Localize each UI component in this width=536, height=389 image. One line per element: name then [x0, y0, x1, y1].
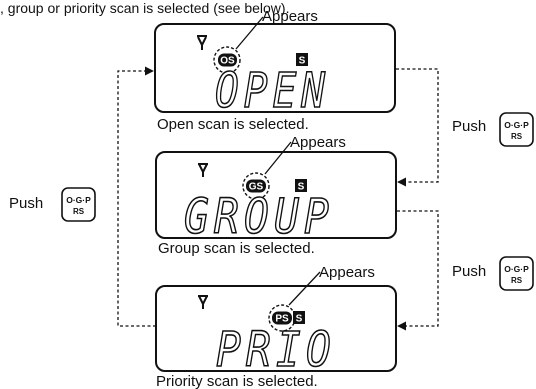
lcd-text-group: GROUP	[184, 189, 334, 245]
appears-label-priority: Appears	[319, 264, 375, 281]
ogp-rs-button-icon: O·G·P RS	[499, 256, 534, 291]
appears-highlight-circle	[213, 46, 241, 74]
s-indicator-badge: S	[296, 53, 308, 67]
caption-open: Open scan is selected.	[157, 116, 309, 133]
lcd-screen-priority: PS S PRIO	[155, 285, 397, 379]
arrow-priority-to-open	[117, 66, 156, 327]
arrow-open-to-group	[396, 68, 439, 187]
svg-text:RS: RS	[511, 276, 523, 285]
svg-text:O·G·P: O·G·P	[504, 264, 529, 274]
lcd-screen-open: OS S OPEN	[154, 23, 396, 120]
ogp-rs-button-icon: O·G·P RS	[61, 187, 96, 222]
svg-text:O·G·P: O·G·P	[504, 120, 529, 130]
intro-text: , group or priority scan is selected (se…	[0, 0, 289, 16]
lcd-text-open: OPEN	[215, 63, 330, 119]
appears-highlight-circle	[242, 172, 270, 200]
svg-text:Push: Push	[9, 195, 43, 212]
ps-indicator-badge: PS	[272, 311, 292, 325]
svg-text:Push: Push	[452, 118, 486, 135]
push-instruction-1: Push O·G·P RS	[452, 112, 534, 147]
lcd-text-priority: PRIO	[216, 322, 336, 378]
svg-text:O·G·P: O·G·P	[66, 195, 91, 205]
antenna-signal-icon	[198, 295, 208, 309]
svg-text:S: S	[296, 314, 303, 325]
push-instruction-3: Push O·G·P RS	[9, 187, 96, 222]
antenna-signal-icon	[197, 35, 207, 50]
caption-priority: Priority scan is selected.	[156, 373, 318, 389]
antenna-signal-icon	[198, 163, 208, 177]
svg-text:S: S	[299, 56, 306, 67]
flow-arrows	[117, 66, 439, 331]
ogp-rs-button-icon: O·G·P RS	[499, 112, 534, 147]
s-indicator-badge: S	[293, 311, 305, 325]
gs-indicator-badge: GS	[246, 179, 266, 193]
svg-text:OS: OS	[220, 56, 235, 67]
svg-text:GS: GS	[249, 182, 264, 193]
os-indicator-badge: OS	[218, 53, 237, 67]
svg-text:RS: RS	[73, 207, 85, 216]
appears-label-group: Appears	[290, 134, 346, 151]
svg-text:PS: PS	[275, 314, 289, 325]
lcd-screen-group: GS S GROUP	[155, 151, 397, 246]
appears-label-open: Appears	[262, 8, 318, 25]
caption-group: Group scan is selected.	[158, 240, 315, 257]
svg-text:Push: Push	[452, 263, 486, 280]
arrow-group-to-priority	[397, 210, 439, 331]
svg-text:RS: RS	[511, 132, 523, 141]
s-indicator-badge: S	[295, 179, 307, 193]
push-instruction-2: Push O·G·P RS	[452, 256, 534, 291]
svg-text:S: S	[298, 182, 305, 193]
